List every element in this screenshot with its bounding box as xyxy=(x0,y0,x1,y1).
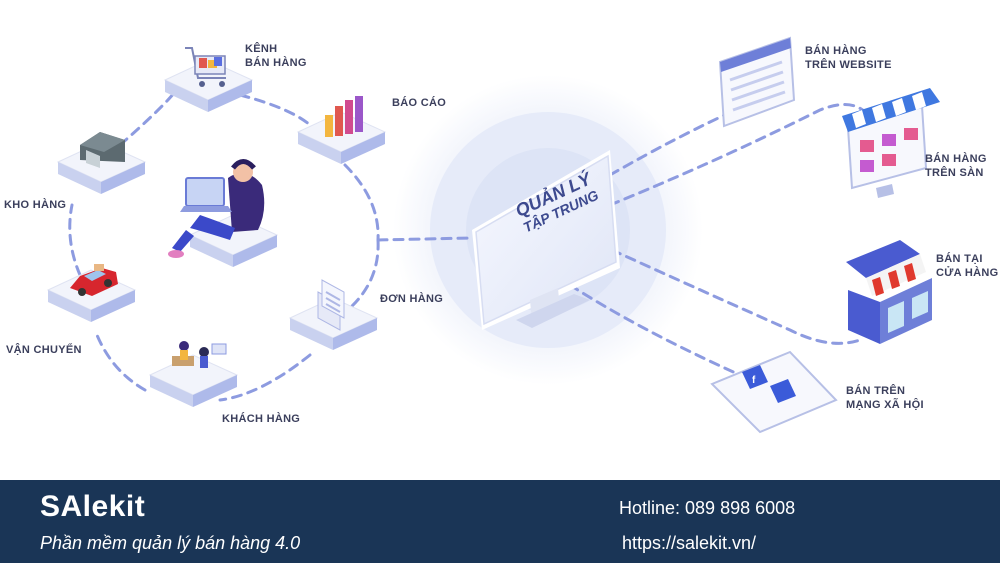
label-bao-cao: BÁO CÁO xyxy=(392,97,447,109)
website-icon xyxy=(718,36,796,128)
label-don-hang: ĐƠN HÀNG xyxy=(380,293,444,305)
car-icon xyxy=(70,264,118,296)
label-ban-hang-website: BÁN HÀNG TRÊN WEBSITE xyxy=(805,45,892,71)
label-ban-tren-mxh: BÁN TRÊN MẠNG XÃ HỘI xyxy=(846,385,924,411)
svg-text:f: f xyxy=(752,375,756,386)
label-kho-hang: KHO HÀNG xyxy=(4,199,67,211)
brand-logo[interactable]: SAlekit xyxy=(40,490,146,523)
label-khach-hang: KHÁCH HÀNG xyxy=(222,413,301,425)
platform-kho xyxy=(56,141,147,194)
diagram-svg: f xyxy=(46,36,940,434)
warehouse-icon xyxy=(80,132,125,168)
shopping-cart-icon xyxy=(185,47,226,87)
label-ban-hang-san: BÁN HÀNG TRÊN SÀN xyxy=(925,153,987,179)
central-monitor xyxy=(472,150,620,330)
customers-icon xyxy=(172,341,227,368)
bar-chart-icon xyxy=(325,96,363,137)
marketplace-icon xyxy=(842,88,940,198)
person-laptop-icon xyxy=(168,159,265,258)
website-link[interactable]: https://salekit.vn/ xyxy=(622,533,757,553)
label-van-chuyen: VẬN CHUYỂN xyxy=(6,344,82,356)
platforms xyxy=(46,59,387,407)
platform-khachhang xyxy=(148,354,239,407)
hotline-text[interactable]: Hotline: 089 898 6008 xyxy=(619,498,796,518)
connector-lines xyxy=(68,90,867,402)
document-icon xyxy=(317,279,345,331)
social-phone-icon: f xyxy=(710,350,838,434)
diagram-canvas: f QUẢN LÝ TẬP TRUNG KÊNH BÁN HÀNG BÁO CÁ… xyxy=(4,36,999,434)
footer-bar xyxy=(0,480,1000,563)
label-ban-tai-cua-hang: BÁN TẠI CỬA HÀNG xyxy=(936,253,999,279)
platform-kenh xyxy=(163,59,254,112)
store-icon xyxy=(846,240,932,344)
label-kenh-ban-hang: KÊNH BÁN HÀNG xyxy=(245,43,307,69)
brand-tagline: Phần mềm quản lý bán hàng 4.0 xyxy=(40,533,301,553)
